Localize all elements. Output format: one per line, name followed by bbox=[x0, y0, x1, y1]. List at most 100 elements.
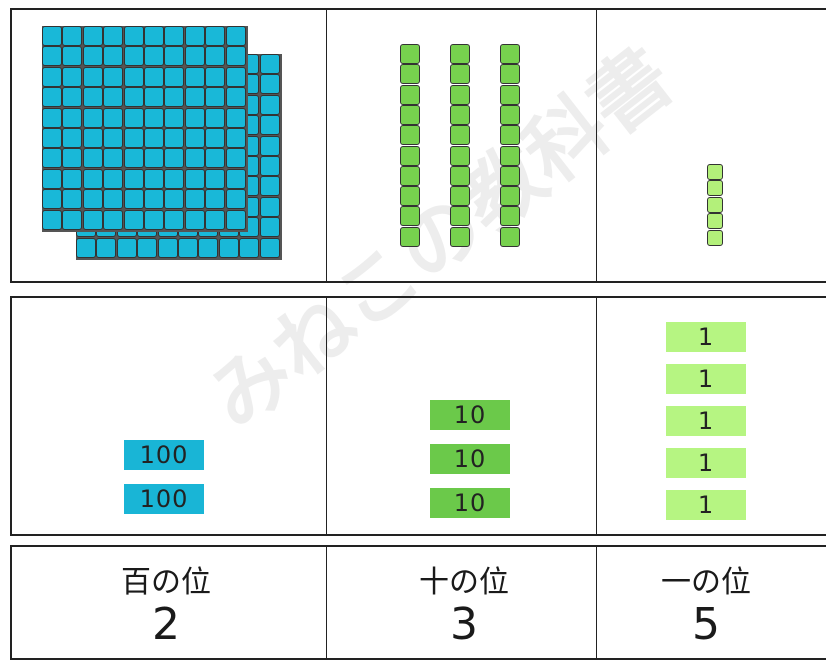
unit-square bbox=[185, 67, 205, 87]
unit-square bbox=[103, 169, 123, 189]
rod-cube bbox=[500, 64, 520, 84]
ones-digit: 5 bbox=[606, 599, 806, 650]
unit-square bbox=[185, 46, 205, 66]
unit-square bbox=[260, 74, 280, 94]
ones-place-label: 一の位 bbox=[606, 557, 806, 601]
unit-square bbox=[226, 210, 246, 230]
ten-card: 10 bbox=[430, 444, 510, 474]
unit-square bbox=[124, 108, 144, 128]
unit-square bbox=[124, 169, 144, 189]
unit-square bbox=[103, 67, 123, 87]
one-card: 1 bbox=[666, 322, 746, 352]
one-card: 1 bbox=[666, 406, 746, 436]
unit-square bbox=[42, 169, 62, 189]
rod-cube bbox=[450, 206, 470, 226]
rod-cube bbox=[450, 85, 470, 105]
unit-square bbox=[83, 169, 103, 189]
unit-square bbox=[103, 108, 123, 128]
unit-square bbox=[164, 108, 184, 128]
unit-square bbox=[185, 189, 205, 209]
unit-square bbox=[185, 210, 205, 230]
hundred-card: 100 bbox=[124, 440, 204, 470]
hundreds-place-label: 百の位 bbox=[66, 557, 266, 601]
unit-square bbox=[164, 46, 184, 66]
unit-square bbox=[42, 148, 62, 168]
rod-cube bbox=[400, 227, 420, 247]
unit-square bbox=[226, 169, 246, 189]
unit-square bbox=[226, 189, 246, 209]
unit-square bbox=[260, 54, 280, 74]
unit-square bbox=[103, 189, 123, 209]
tens-place-label: 十の位 bbox=[364, 557, 564, 601]
unit-square bbox=[124, 26, 144, 46]
unit-square bbox=[164, 169, 184, 189]
rod-cube bbox=[450, 227, 470, 247]
unit-square bbox=[83, 128, 103, 148]
rod-cube bbox=[400, 64, 420, 84]
unit-square bbox=[42, 108, 62, 128]
unit-square bbox=[83, 148, 103, 168]
unit-square bbox=[62, 67, 82, 87]
rod-cube bbox=[400, 146, 420, 166]
unit-cube bbox=[707, 230, 723, 246]
unit-square bbox=[42, 26, 62, 46]
unit-square bbox=[83, 189, 103, 209]
unit-square bbox=[83, 108, 103, 128]
rod-cube bbox=[500, 125, 520, 145]
column-divider bbox=[326, 298, 327, 534]
unit-square bbox=[124, 67, 144, 87]
cards-panel: 100 100 10 10 10 1 1 1 1 1 bbox=[10, 296, 826, 536]
unit-square bbox=[62, 210, 82, 230]
unit-square bbox=[103, 148, 123, 168]
unit-square bbox=[260, 95, 280, 115]
rod-cube bbox=[450, 44, 470, 64]
rod-cube bbox=[450, 105, 470, 125]
ten-card: 10 bbox=[430, 400, 510, 430]
rod-cube bbox=[400, 206, 420, 226]
unit-square bbox=[205, 67, 225, 87]
unit-square bbox=[144, 46, 164, 66]
column-divider bbox=[596, 298, 597, 534]
column-divider bbox=[326, 547, 327, 658]
unit-square bbox=[144, 87, 164, 107]
unit-square bbox=[83, 210, 103, 230]
unit-square bbox=[103, 128, 123, 148]
unit-square bbox=[144, 189, 164, 209]
unit-square bbox=[226, 148, 246, 168]
rod-cube bbox=[450, 125, 470, 145]
unit-square bbox=[103, 46, 123, 66]
rod-cube bbox=[450, 166, 470, 186]
rod-cube bbox=[500, 105, 520, 125]
column-divider bbox=[326, 10, 327, 281]
unit-square bbox=[83, 46, 103, 66]
unit-square bbox=[260, 197, 280, 217]
unit-square bbox=[226, 108, 246, 128]
rod-cube bbox=[500, 227, 520, 247]
unit-square bbox=[185, 128, 205, 148]
rod-cube bbox=[450, 146, 470, 166]
rod-cube bbox=[450, 64, 470, 84]
unit-square bbox=[42, 46, 62, 66]
unit-square bbox=[226, 128, 246, 148]
unit-square bbox=[205, 26, 225, 46]
unit-square bbox=[226, 87, 246, 107]
tens-digit: 3 bbox=[364, 599, 564, 650]
unit-square bbox=[185, 87, 205, 107]
unit-square bbox=[144, 67, 164, 87]
unit-square bbox=[219, 238, 239, 258]
unit-square bbox=[83, 67, 103, 87]
unit-square bbox=[124, 210, 144, 230]
unit-square bbox=[62, 148, 82, 168]
unit-square bbox=[164, 87, 184, 107]
unit-cube bbox=[707, 197, 723, 213]
rod-cube bbox=[450, 186, 470, 206]
unit-square bbox=[205, 46, 225, 66]
unit-square bbox=[205, 169, 225, 189]
unit-cube bbox=[707, 164, 723, 180]
unit-square bbox=[62, 108, 82, 128]
unit-square bbox=[124, 128, 144, 148]
unit-square bbox=[144, 148, 164, 168]
unit-square bbox=[185, 108, 205, 128]
unit-square bbox=[124, 87, 144, 107]
unit-square bbox=[96, 238, 116, 258]
